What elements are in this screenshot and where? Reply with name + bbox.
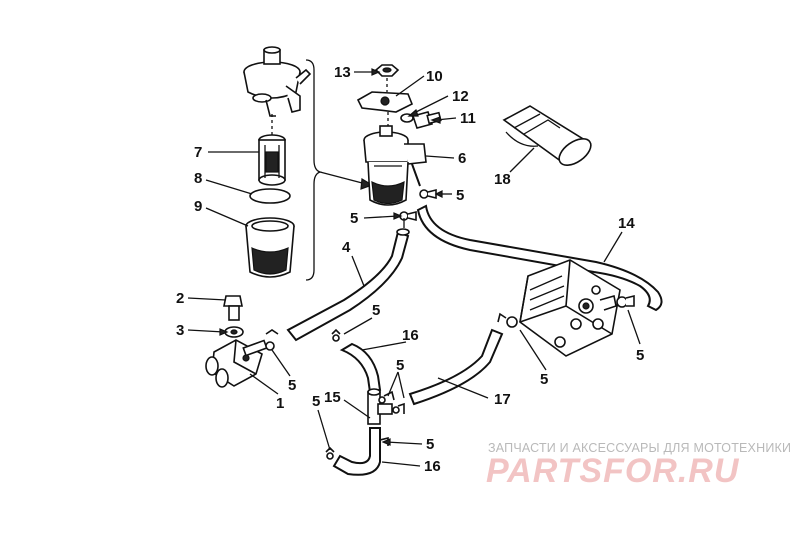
fuel-pump-part — [519, 259, 621, 357]
callout-17: 17 — [494, 391, 511, 408]
watermark-caption: ЗАПЧАСТИ И АКСЕССУАРЫ ДЛЯ МОТОТЕХНИКИ — [488, 441, 792, 455]
callout-2: 2 — [176, 290, 184, 307]
hose-clamp-part — [419, 188, 437, 200]
callout-8: 8 — [194, 170, 202, 187]
callout-13: 13 — [334, 64, 351, 81]
callout-5: 5 — [372, 302, 380, 319]
callout-4: 4 — [342, 239, 351, 256]
hose-clamp-part — [392, 402, 405, 414]
callout-3: 3 — [176, 322, 184, 339]
fuel-hose-17 — [408, 328, 504, 406]
bolt-part — [223, 295, 243, 321]
exploded-group-bracket — [305, 59, 323, 281]
callout-11: 11 — [460, 110, 476, 127]
callout-6: 6 — [458, 150, 466, 167]
callout-7: 7 — [194, 144, 202, 161]
callout-16: 16 — [424, 458, 441, 475]
hose-clamp-part — [331, 328, 341, 342]
protective-sleeve-part — [502, 105, 592, 166]
callout-10: 10 — [426, 68, 443, 85]
hose-clamp-part — [616, 294, 635, 308]
gasket-ring-part — [249, 188, 291, 204]
callout-15: 15 — [324, 389, 341, 406]
hose-clamp-part — [265, 329, 279, 351]
filter-cover-part — [243, 46, 312, 117]
callout-5: 5 — [312, 393, 320, 410]
fitting-part — [205, 339, 268, 388]
callout-5: 5 — [456, 187, 464, 204]
t-fitting-part — [367, 388, 393, 425]
callout-16: 16 — [402, 327, 419, 344]
callout-5: 5 — [426, 436, 434, 453]
fuel-hose-4 — [286, 230, 410, 342]
fuel-hose-16-upper — [339, 342, 382, 394]
hose-clamp-part — [497, 312, 518, 328]
filter-element-part — [258, 134, 286, 186]
callout-9: 9 — [194, 198, 202, 215]
watermark-logo: PARTSFOR.RU — [486, 452, 740, 490]
leader-lines — [187, 68, 641, 467]
hose-clamp-part — [378, 390, 395, 404]
filter-bowl-part — [245, 217, 295, 278]
callout-labels: 13 10 12 11 6 5 5 7 8 9 4 2 3 1 5 5 16 5… — [176, 64, 644, 475]
fuel-hose-14 — [416, 204, 663, 312]
fuel-hose-16-lower — [332, 427, 381, 476]
callout-5: 5 — [288, 377, 296, 394]
bracket-part — [356, 91, 414, 113]
nut-part — [374, 64, 400, 77]
callout-5: 5 — [540, 371, 548, 388]
callout-12: 12 — [452, 88, 469, 105]
callout-18: 18 — [494, 171, 511, 188]
callout-5: 5 — [636, 347, 644, 364]
callout-1: 1 — [276, 395, 284, 412]
callout-14: 14 — [618, 215, 635, 232]
filter-assembly-part — [363, 125, 427, 206]
callout-5: 5 — [396, 357, 404, 374]
callout-5: 5 — [350, 210, 358, 227]
